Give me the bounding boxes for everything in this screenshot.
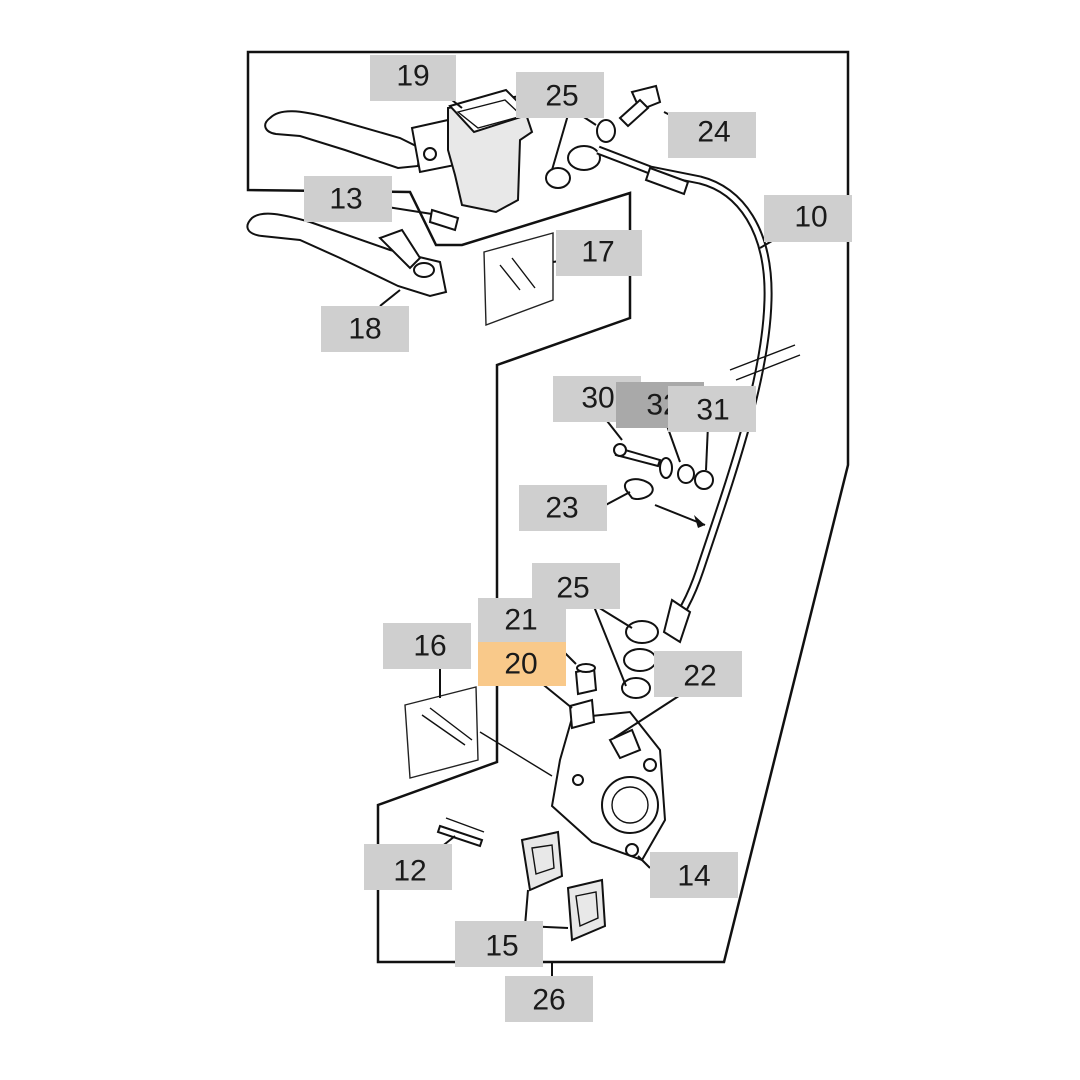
callout-26[interactable]: 26 xyxy=(505,976,593,1022)
callout-18[interactable]: 18 xyxy=(321,306,409,352)
callout-10-text: 10 xyxy=(794,201,827,234)
callout-20[interactable]: 20 xyxy=(478,642,566,686)
callout-19[interactable]: 19 xyxy=(370,55,456,101)
master-cylinder-drawing xyxy=(246,84,662,298)
callout-19-text: 19 xyxy=(396,60,429,93)
callout-17[interactable]: 17 xyxy=(556,230,642,276)
callout-30-text: 30 xyxy=(581,382,614,415)
callout-25-lower[interactable]: 25 xyxy=(532,563,620,609)
callout-22[interactable]: 22 xyxy=(654,651,742,697)
callout-31-text: 31 xyxy=(696,394,729,427)
glass-plate-17 xyxy=(483,232,554,326)
callout-25-upper-text: 25 xyxy=(545,80,578,113)
callout-14-text: 14 xyxy=(677,860,710,893)
callout-20-text: 20 xyxy=(504,648,537,681)
callout-16-text: 16 xyxy=(413,630,446,663)
clamp-hardware-drawing xyxy=(613,443,714,500)
callout-23-text: 23 xyxy=(545,492,578,525)
callout-18-text: 18 xyxy=(348,313,381,346)
callout-17-text: 17 xyxy=(581,236,614,269)
callout-14[interactable]: 14 xyxy=(650,852,738,898)
callout-23[interactable]: 23 xyxy=(519,485,607,531)
callout-10[interactable]: 10 xyxy=(764,195,852,242)
callout-25-upper[interactable]: 25 xyxy=(516,72,604,118)
callout-21[interactable]: 21 xyxy=(478,598,566,642)
callout-21-text: 21 xyxy=(504,604,537,637)
callout-22-text: 22 xyxy=(683,660,716,693)
callout-16[interactable]: 16 xyxy=(383,623,471,669)
brake-hose-drawing xyxy=(596,145,801,644)
glass-plate-16 xyxy=(404,686,553,779)
callout-13[interactable]: 13 xyxy=(304,176,392,222)
callout-26-text: 26 xyxy=(532,984,565,1017)
callout-12-text: 12 xyxy=(393,855,426,888)
callout-13-text: 13 xyxy=(329,183,362,216)
callout-24[interactable]: 24 xyxy=(668,112,756,158)
callout-12[interactable]: 12 xyxy=(364,844,452,890)
assembly-frame-outline xyxy=(246,50,850,964)
callout-15-text: 15 xyxy=(485,930,518,963)
callout-31[interactable]: 31 xyxy=(668,386,756,432)
callout-15[interactable]: 15 xyxy=(455,921,543,967)
callout-24-text: 24 xyxy=(697,116,730,149)
caliper-drawing xyxy=(436,620,667,942)
